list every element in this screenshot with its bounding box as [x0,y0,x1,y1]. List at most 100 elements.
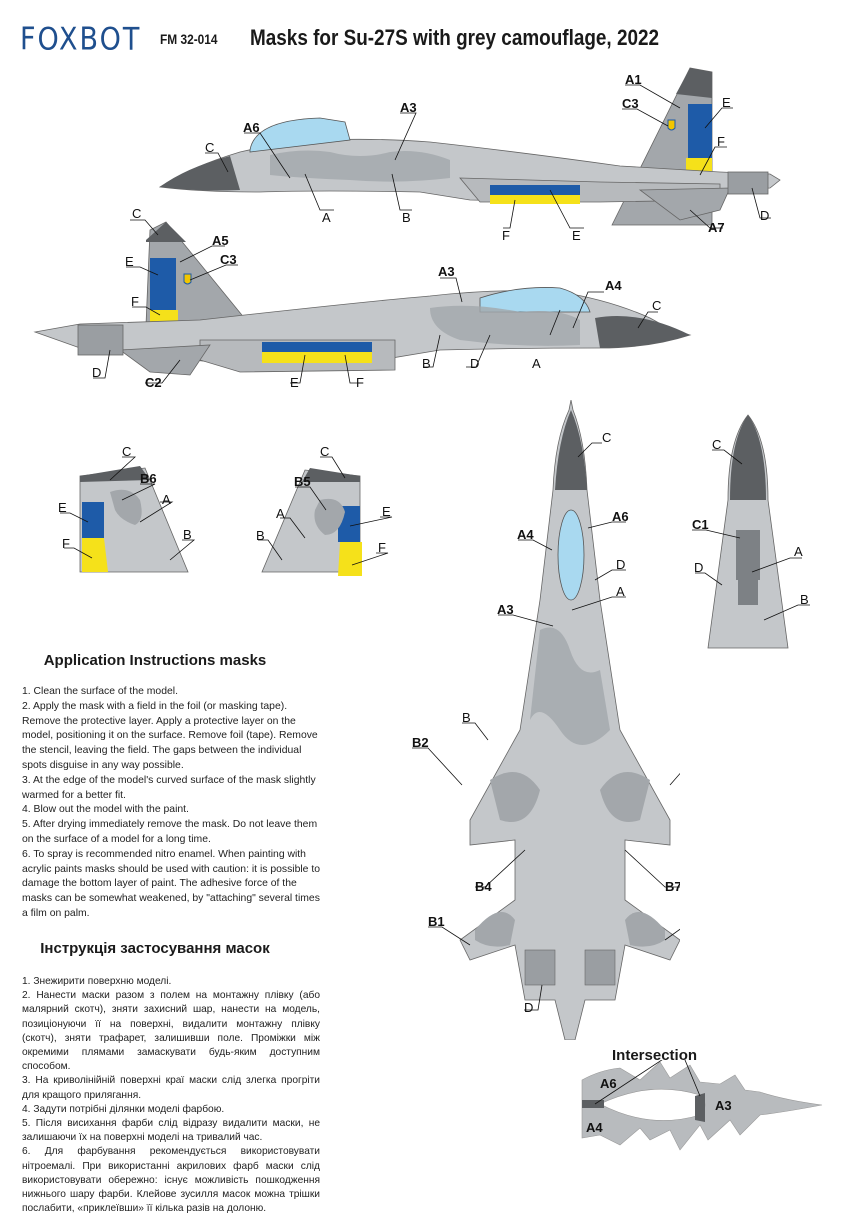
canopy [249,117,351,153]
brand-logo: FOXBOT [20,22,142,58]
radome [160,156,240,191]
leader-line [320,456,346,479]
label-A: A [616,584,625,599]
leader-line [475,849,526,888]
fin-right-detail [261,468,362,576]
label-A: A [532,356,541,371]
instruction-step: 5. Після висихання фарби слід відразу ви… [22,1118,320,1144]
label-B6: B6 [140,471,157,486]
leader-line [304,173,334,211]
nozzle-right [584,949,616,986]
label-F: F [717,134,725,149]
label-F: F [502,228,510,240]
leader-line [132,306,161,316]
label-E: E [125,254,134,269]
instruction-step: 2. Apply the mask with a field in the fo… [22,700,318,771]
leader-line [64,547,93,559]
label-A: A [276,506,285,521]
leader-line [428,926,471,946]
instructions-ua-heading: Інструкція застосування масок [40,940,270,957]
label-C: C [205,140,214,155]
camo-patch [530,627,610,745]
flag-blue-fin [688,104,712,158]
label-A5: A5 [212,233,229,248]
leader-line [577,442,602,458]
label-A: A [794,544,803,559]
label-A4: A4 [517,527,534,542]
label-D: D [694,560,703,575]
intersection-title: Intersection [612,1047,698,1064]
camo-patch-wing-r [600,772,650,822]
label-A6: A6 [243,120,260,135]
label-F: F [378,540,386,555]
label-E: E [722,95,731,110]
leader-line [751,557,802,573]
sheet-title: Masks for Su-27S with grey camouflage, 2… [250,25,660,50]
nose-underside-view: C C1 A D B [692,414,810,649]
nozzle [727,171,769,195]
camo-patch [314,498,345,535]
pointer-lines [594,1060,701,1105]
leader-line [179,245,225,263]
leader-line [637,311,658,329]
label-F: F [131,294,139,309]
aircraft-right-profile [33,221,692,376]
fin-tip [676,68,712,98]
aircraft-top [459,400,680,1040]
label-D: D [760,208,769,223]
leader-line [699,146,727,176]
leader-line [139,501,174,523]
label-C1: C1 [692,517,709,532]
camo-patch [430,305,580,346]
instruction-step: 6. To spray is recommended nitro enamel.… [22,848,321,919]
leader-line [344,354,360,384]
instruction-step: 4. Задути потрібні ділянки моделі фарбою… [22,1103,225,1115]
label-E: E [572,228,581,240]
leader-line [751,187,771,219]
label-B7: B7 [665,879,680,894]
label-B: B [256,528,265,543]
leader-line [462,722,489,741]
label-B5: B5 [294,474,311,489]
instruction-step: 4. Blow out the model with the paint. [22,804,189,816]
leader-line [391,173,412,211]
flag-yellow-intake [262,352,372,363]
leader-line [423,334,441,368]
left-side-view: C A6 A3 A B F E A1 C3 E F A7 D [158,67,781,240]
leader-line [692,529,741,539]
label-E: E [382,504,391,519]
label-A1: A1 [625,72,642,87]
nose-underside [707,414,789,649]
leader-line [518,539,553,551]
instructions-ua: 1. Знежирити поверхню моделі. 2. Нанести… [22,975,320,1216]
label-C: C [122,444,131,459]
top-view: C A6 A4 D A A3 B B2 A2 B4 B7 B1 B3 D [412,400,680,1040]
leader-line [93,349,111,379]
label-E: E [58,500,67,515]
instructions-en: 1. Clean the surface of the model. 2. Ap… [22,685,320,922]
label-C: C [320,444,329,459]
label-B: B [183,527,192,542]
leader-line [126,266,159,276]
flag-yellow [82,538,108,572]
leader-line [295,486,327,511]
instruction-step: 5. After drying immediately remove the m… [22,819,318,845]
instruction-step: 6. Для фарбування рекомендується викорис… [22,1146,320,1215]
label-A4: A4 [605,278,622,293]
leader-line [664,928,680,941]
callouts-left [205,84,771,229]
label-D: D [616,557,625,572]
product-code: FM 32-014 [160,31,218,47]
camo-patch [270,150,450,182]
label-B: B [402,210,411,225]
label-C: C [652,298,661,313]
leader-line [669,772,680,786]
camo-patch [110,489,142,525]
instruction-step: 1. Знежирити поверхню моделі. [22,976,172,987]
label-A6: A6 [612,509,629,524]
canopy [479,287,591,313]
leader-line [351,552,389,566]
label-B: B [462,710,471,725]
leader-line [524,984,543,1011]
overlap-left [582,1100,604,1108]
